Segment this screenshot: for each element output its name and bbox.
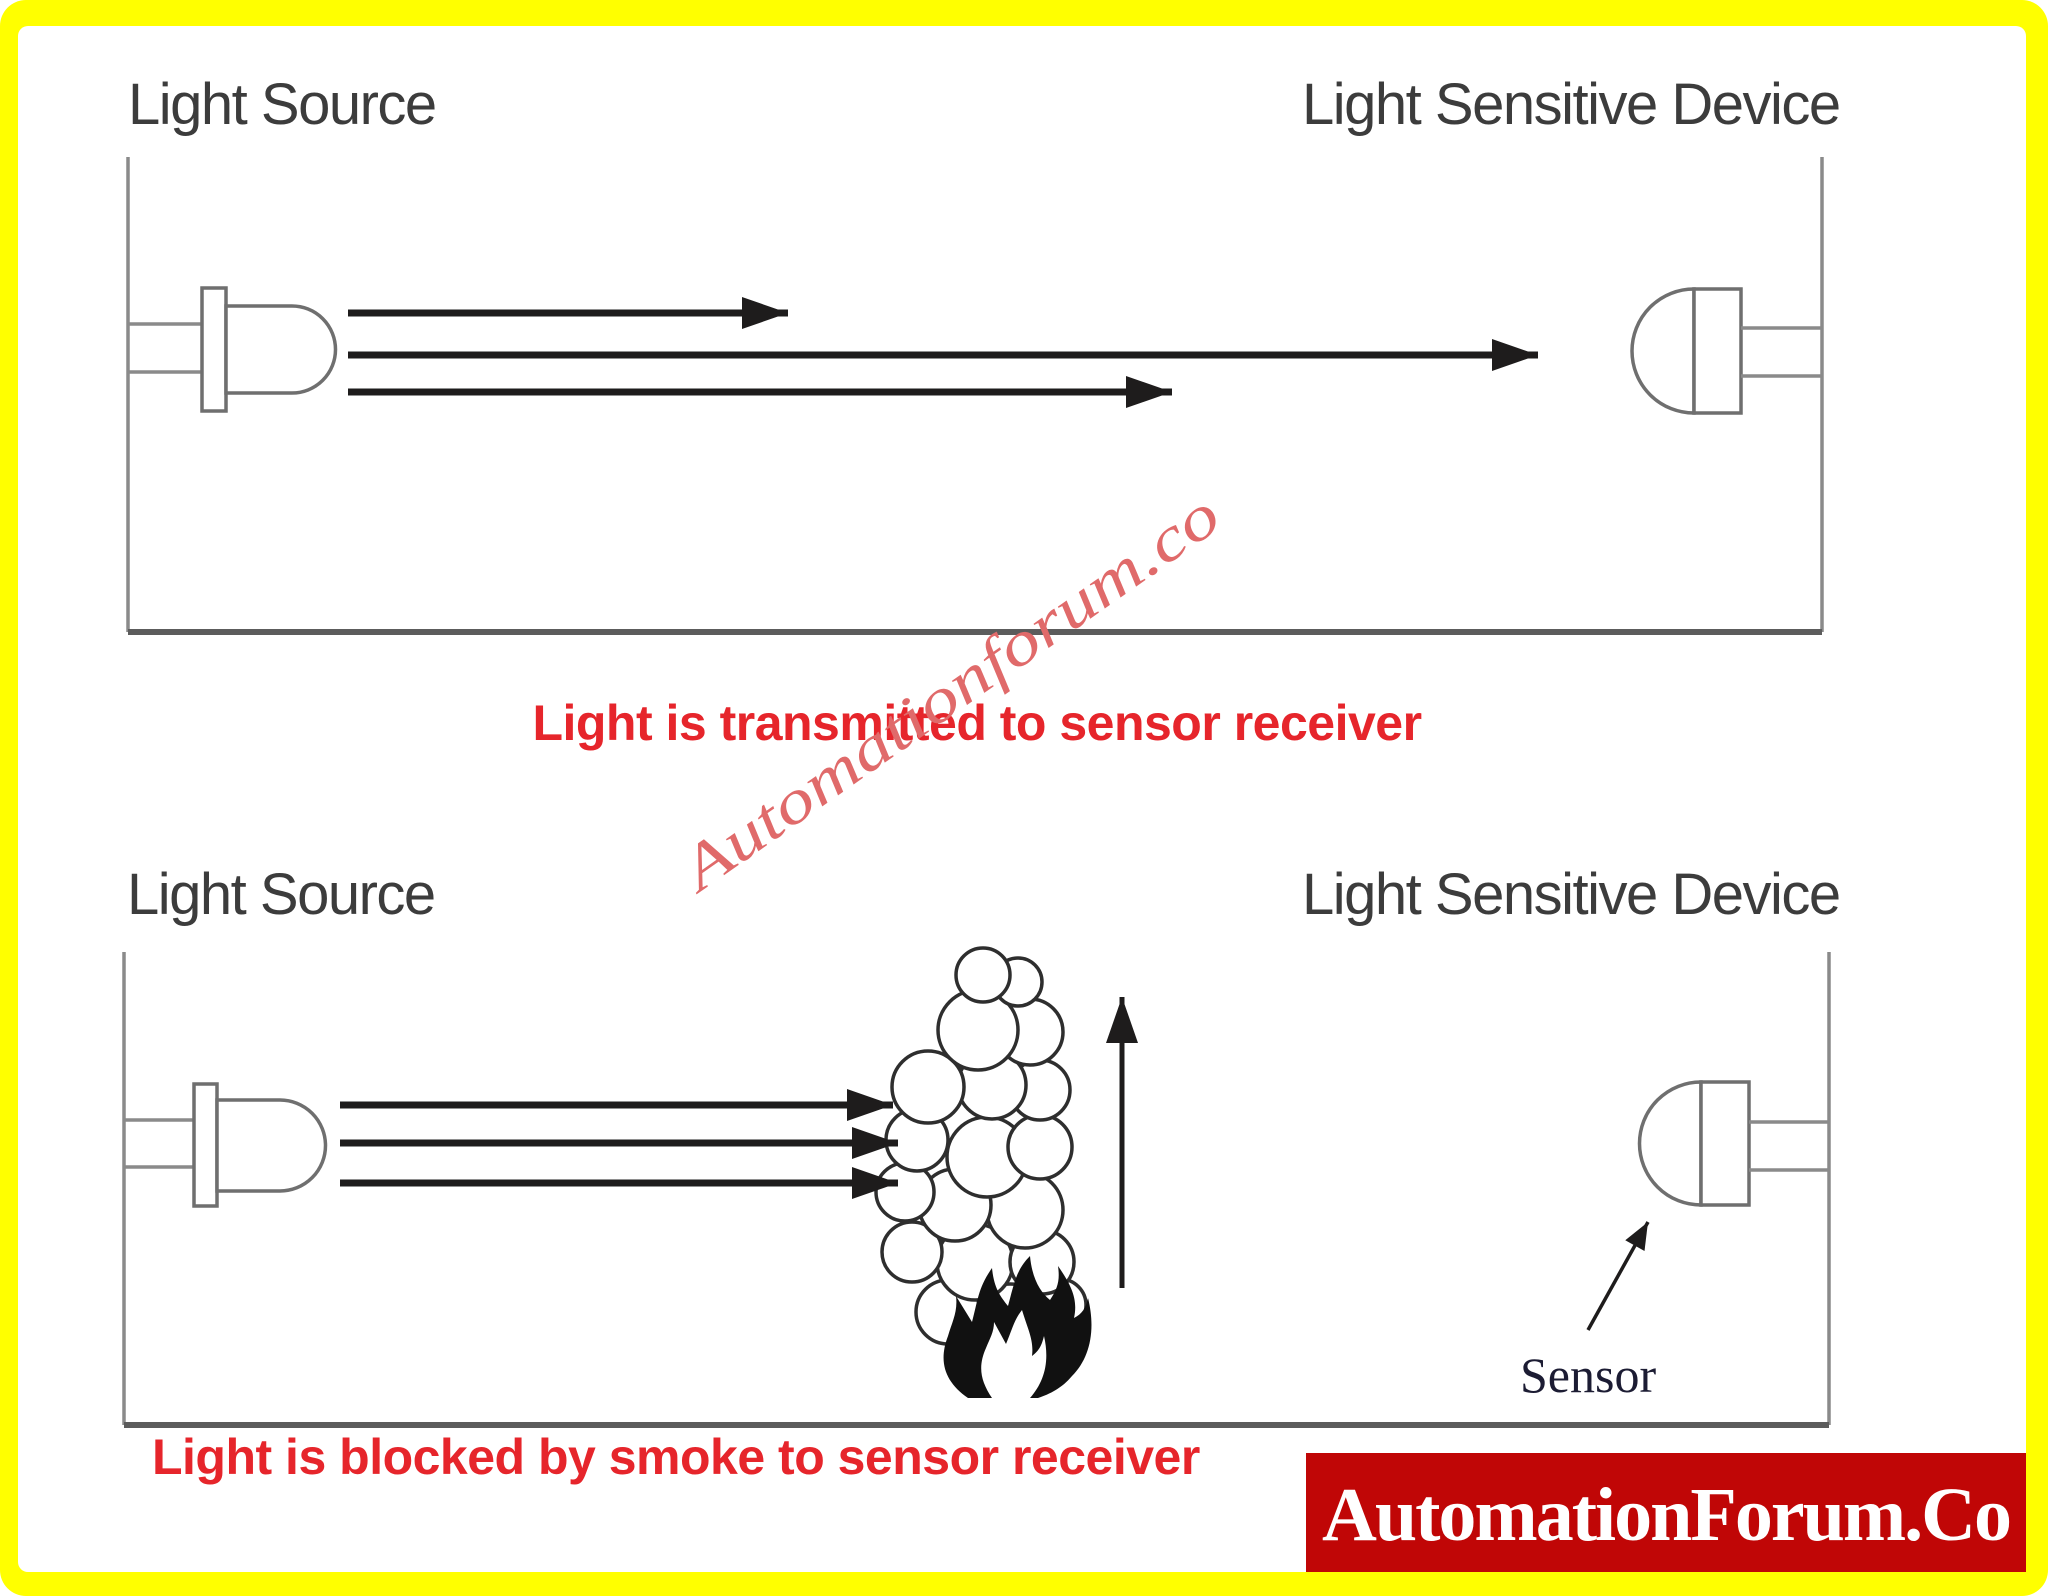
led-lamp-icon [128, 286, 338, 413]
bottom-chamber-walls [122, 952, 1831, 1425]
top-panel: Light Source Light Sensitive Device [126, 72, 1841, 751]
top-caption: Light is transmitted to sensor receiver [532, 695, 1421, 751]
top-chamber-walls [126, 157, 1824, 632]
led-lamp-icon [124, 1082, 328, 1208]
banner: AutomationForum.Co [1306, 1453, 2026, 1572]
banner-background [1306, 1453, 2026, 1572]
light-ray-arrow-icon [348, 297, 1538, 408]
banner-brand-text: AutomationForum.Co [1322, 1473, 2010, 1557]
top-light-sensitive-device-label: Light Sensitive Device [1302, 72, 1840, 137]
bottom-panel: Light Source Light Sensitive Device [122, 862, 1841, 1485]
photodiode-icon [1637, 1080, 1829, 1207]
pointer-arrow-icon [1586, 1221, 1650, 1331]
smoke-cloud-icon [874, 946, 1088, 1354]
bottom-light-sensitive-device-label: Light Sensitive Device [1302, 862, 1840, 927]
top-light-source-label: Light Source [128, 72, 436, 137]
bottom-light-source-label: Light Source [127, 862, 435, 927]
bottom-caption: Light is blocked by smoke to sensor rece… [152, 1429, 1200, 1485]
photodiode-icon [1630, 287, 1822, 415]
sensor-label: Sensor [1520, 1347, 1656, 1403]
light-ray-arrow-icon [340, 1089, 898, 1199]
flame-icon [943, 1256, 1092, 1398]
